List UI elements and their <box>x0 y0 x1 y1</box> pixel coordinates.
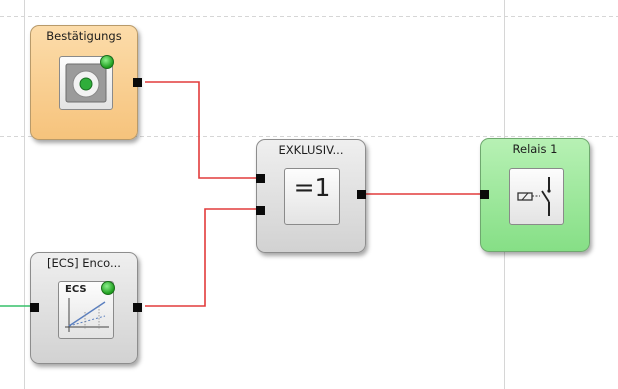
node-relay-title: Relais 1 <box>512 142 558 156</box>
wire-confirm-to-xor[interactable] <box>145 81 257 179</box>
node-confirm-title: Bestätigungs <box>46 29 122 43</box>
node-xor-title: EXKLUSIV... <box>278 143 344 157</box>
node-confirm-button[interactable]: Bestätigungs <box>30 25 142 140</box>
input-port-1[interactable] <box>256 174 265 183</box>
wire-encoder-to-xor[interactable] <box>145 208 257 307</box>
output-port[interactable] <box>357 190 366 199</box>
input-port-2[interactable] <box>256 206 265 215</box>
output-port[interactable] <box>133 303 142 312</box>
node-relay[interactable]: Relais 1 <box>480 138 590 252</box>
node-xor-gate[interactable]: EXKLUSIV... =1 <box>256 139 366 253</box>
node-encoder-title: [ECS] Enco... <box>47 256 121 270</box>
status-indicator-icon <box>100 55 114 69</box>
xor-symbol: =1 <box>293 173 331 202</box>
xor-gate-icon: =1 <box>284 168 340 225</box>
status-indicator-icon <box>101 281 115 295</box>
output-port[interactable] <box>133 78 142 87</box>
node-encoder[interactable]: [ECS] Enco... ECS <box>30 252 142 364</box>
input-port[interactable] <box>480 190 489 199</box>
relay-switch-icon <box>509 168 564 225</box>
ecs-badge: ECS <box>65 284 87 295</box>
input-port[interactable] <box>30 303 39 312</box>
